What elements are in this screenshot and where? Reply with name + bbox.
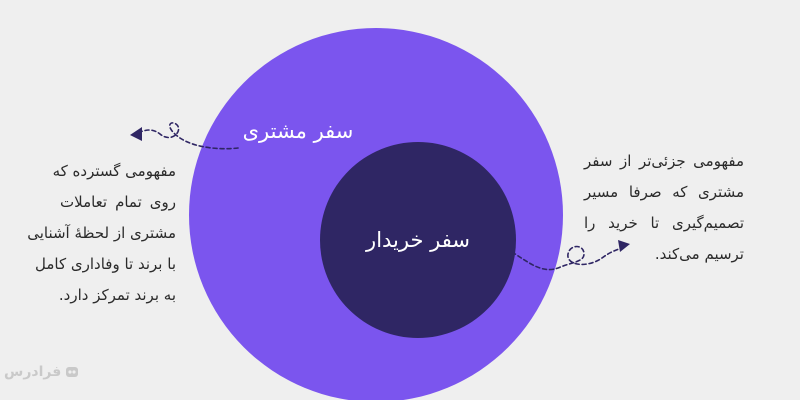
left-description-line: با برند تا وفاداری کامل	[35, 255, 176, 273]
logo-text: فرادرس	[4, 364, 62, 380]
right-description-line: مشتری که صرفا مسیر	[584, 183, 744, 201]
logo: فرادرس	[4, 364, 79, 380]
inner-circle-label: سفر خریدار	[365, 228, 470, 252]
left-description-line: مشتری از لحظۀ آشنایی	[27, 224, 176, 242]
inner-circle-buyer-journey	[320, 142, 516, 338]
left-arrowhead	[130, 127, 142, 141]
left-description-line: مفهومی گسترده که	[52, 162, 176, 180]
right-description-line: مفهومی جزئی‌تر از سفر	[584, 152, 744, 170]
right-description-line: تصمیم‌گیری تا خرید را	[584, 214, 744, 232]
left-description: مفهومی گسترده که روی تمام تعاملات مشتری …	[27, 156, 176, 311]
left-connector-arrow	[130, 122, 239, 150]
right-description-line: ترسیم می‌کند.	[654, 245, 744, 263]
logo-mark-icon	[66, 367, 79, 377]
right-dashed-path	[511, 245, 623, 271]
right-connector-arrow	[511, 240, 630, 271]
outer-circle-label: سفر مشتری	[243, 119, 354, 143]
left-description-line: روی تمام تعاملات	[60, 193, 176, 211]
left-dashed-path	[139, 122, 239, 150]
right-description: مفهومی جزئی‌تر از سفر مشتری که صرفا مسیر…	[584, 146, 744, 270]
left-description-line: به برند تمرکز دارد.	[58, 286, 176, 304]
right-arrowhead	[618, 240, 630, 252]
